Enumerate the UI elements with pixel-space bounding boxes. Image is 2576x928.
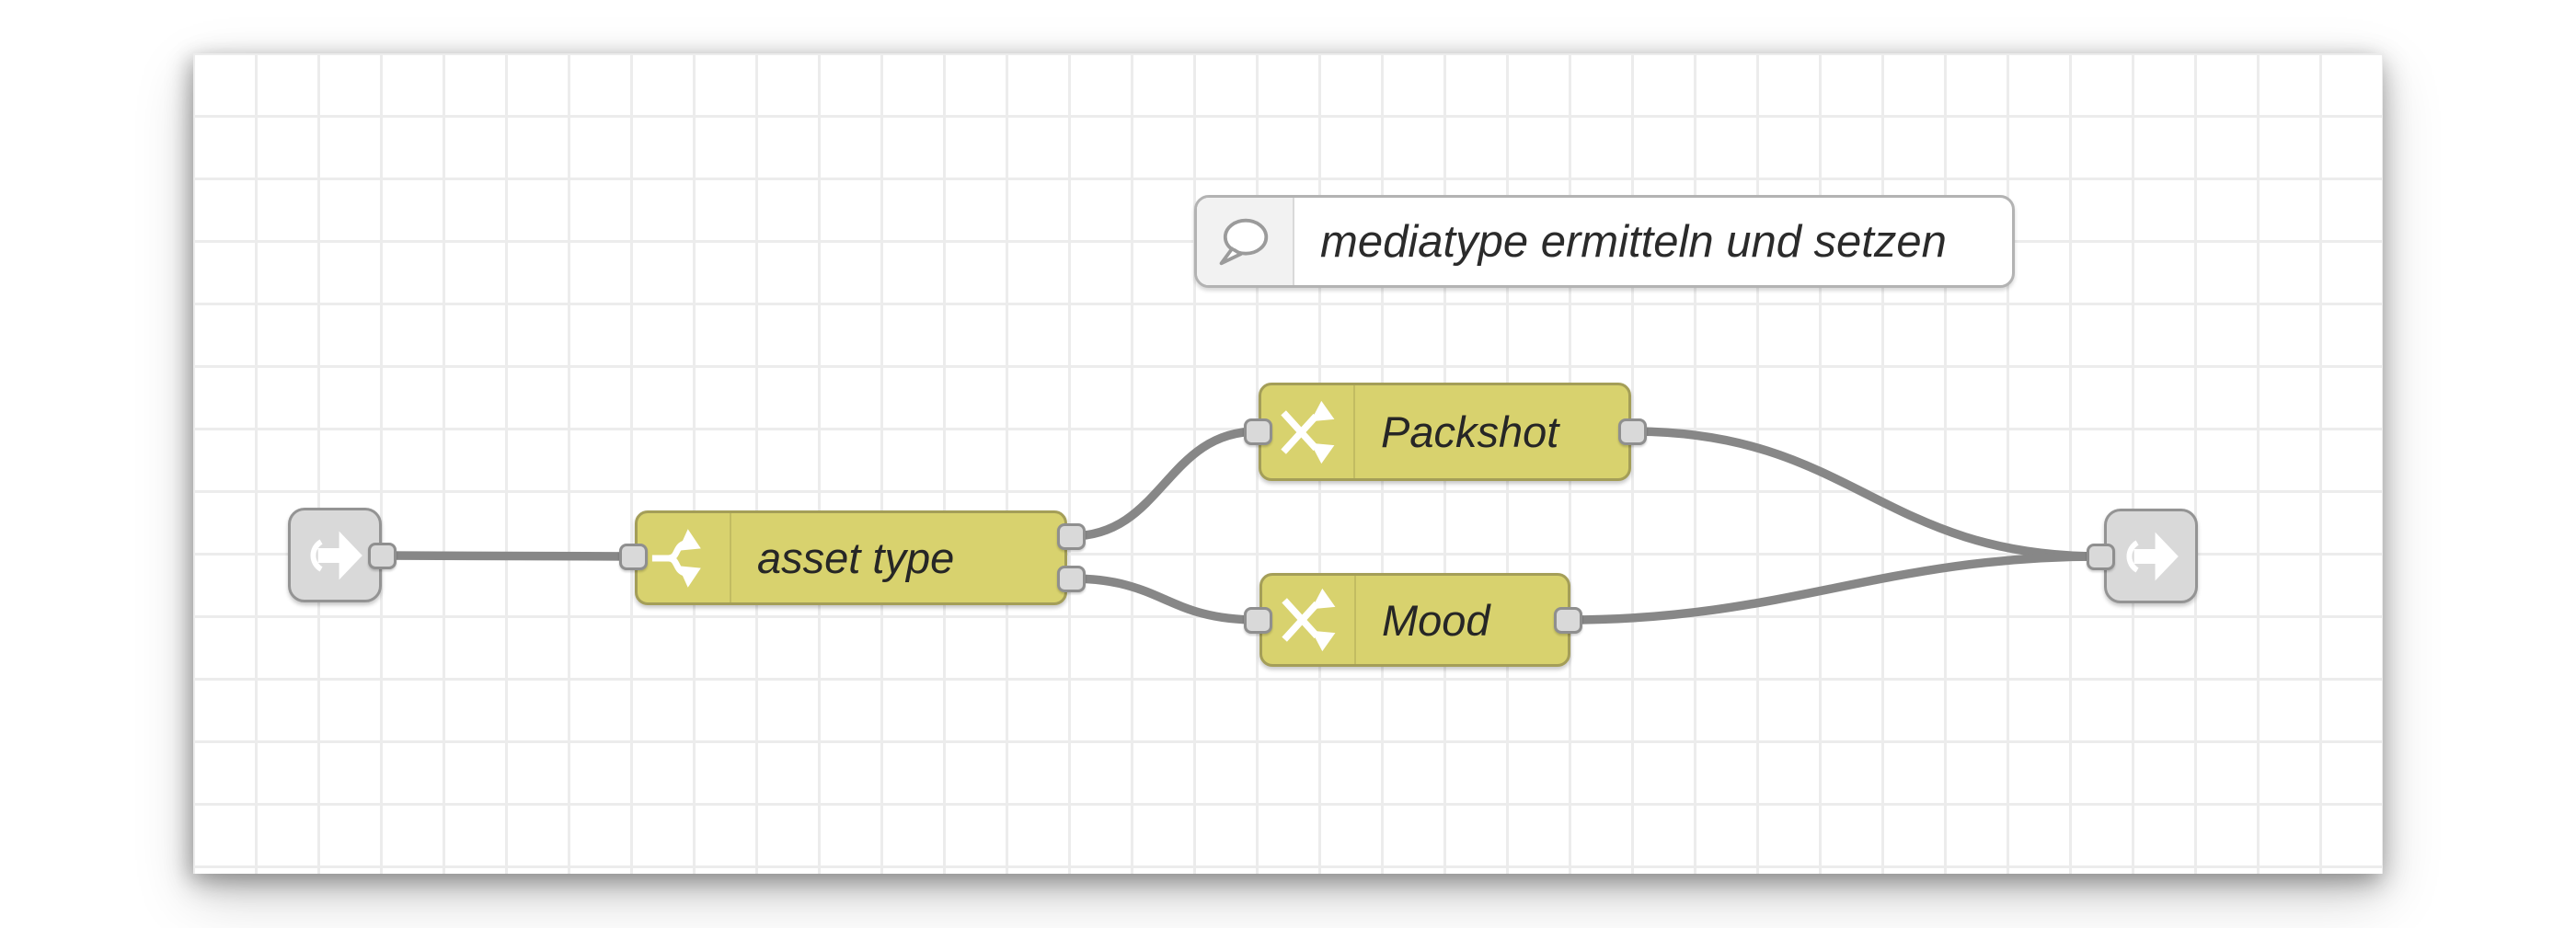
wire-layer: [377, 427, 2105, 624]
change-node-label: Packshot: [1381, 407, 1559, 456]
change-icon-box: [1262, 576, 1356, 664]
shuffle-icon: [1282, 588, 1336, 652]
comment-label: mediatype ermitteln und setzen: [1320, 216, 1947, 267]
mood-output-port[interactable]: [1554, 607, 1582, 634]
switch-output-port-1[interactable]: [1057, 523, 1086, 550]
wire-packshot-to-linkout[interactable]: [1627, 427, 2105, 561]
shuffle-icon: [1281, 400, 1335, 464]
change-node-mood[interactable]: Mood: [1259, 573, 1570, 667]
packshot-input-port[interactable]: [1244, 418, 1272, 445]
switch-icon-box: [638, 513, 731, 602]
change-node-packshot[interactable]: Packshot: [1259, 383, 1631, 481]
link-out-node[interactable]: [2104, 509, 2198, 603]
change-icon-box: [1261, 385, 1355, 478]
link-icon: [2126, 532, 2179, 580]
mood-input-port[interactable]: [1244, 607, 1272, 634]
wire-switch-to-mood[interactable]: [1066, 574, 1262, 624]
wire-mood-to-linkout[interactable]: [1563, 552, 2105, 624]
link-out-input-port[interactable]: [2087, 544, 2115, 570]
wire-switch-to-packshot[interactable]: [1066, 427, 1262, 541]
link-in-output-port[interactable]: [368, 543, 397, 569]
change-node-label: Mood: [1382, 595, 1490, 645]
comment-node[interactable]: mediatype ermitteln und setzen: [1194, 195, 2015, 288]
switch-node-asset-type[interactable]: asset type: [635, 510, 1067, 605]
comment-bubble-icon: [1219, 218, 1269, 265]
switch-input-port[interactable]: [619, 544, 648, 570]
switch-output-port-2[interactable]: [1057, 566, 1086, 592]
switch-fork-icon: [651, 528, 701, 588]
switch-node-label: asset type: [757, 533, 955, 582]
flow-canvas[interactable]: mediatype ermitteln und setzen asset typ…: [193, 53, 2383, 874]
link-in-node[interactable]: [288, 508, 382, 602]
packshot-output-port[interactable]: [1618, 418, 1647, 445]
link-icon: [310, 531, 362, 579]
comment-icon-box: [1197, 198, 1294, 285]
